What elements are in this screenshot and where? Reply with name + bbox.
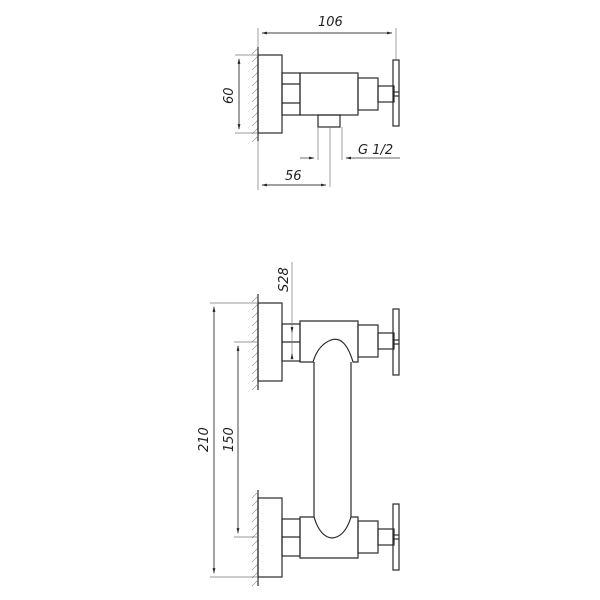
dim-outlet-offset: 56: [285, 169, 302, 184]
valve-body-lower: [299, 516, 359, 559]
dim-wrench-size: S28: [277, 267, 292, 292]
dim-center-distance: 150: [222, 427, 237, 452]
bonnet-top: [357, 77, 379, 111]
dim-outlet-thread: G 1/2: [358, 143, 393, 158]
wall-hatch-top: [251, 47, 259, 143]
dim-overall-width: 106: [318, 15, 343, 30]
valve-body-top: [299, 72, 359, 116]
wall-hatch-lower: [251, 490, 259, 587]
dim-height: 60: [222, 87, 237, 104]
dim-overall-height: 210: [197, 427, 212, 452]
escutcheon-upper: [257, 302, 283, 382]
valve-body-upper: [299, 320, 359, 363]
escutcheon-lower: [257, 497, 283, 578]
connector-top: [281, 72, 301, 116]
outlet-top: [317, 114, 341, 128]
front-view: S28 210 150: [197, 262, 400, 587]
handle-upper: [392, 308, 400, 376]
escutcheon-top: [257, 54, 283, 134]
handle-lower: [392, 503, 400, 571]
top-view: 106 60 G 1/2 56: [222, 15, 400, 190]
